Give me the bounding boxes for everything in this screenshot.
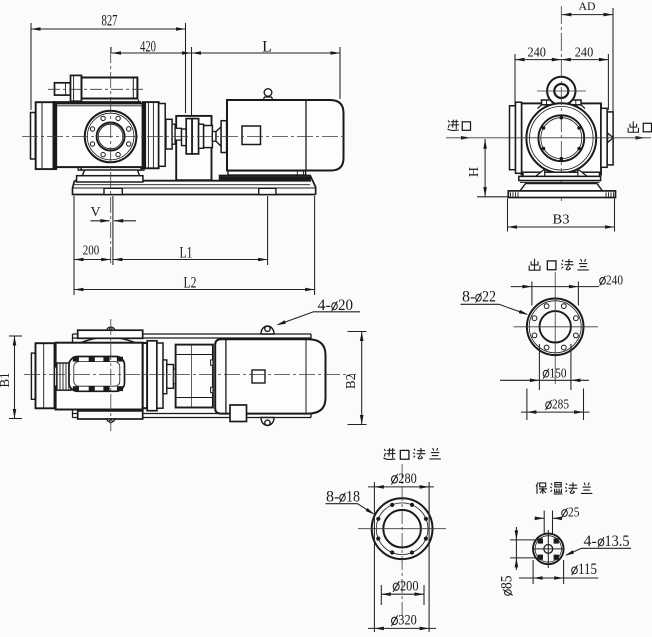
svg-text:25: 25	[568, 506, 580, 521]
svg-text:AD: AD	[579, 0, 596, 13]
svg-text:B2: B2	[344, 374, 359, 389]
svg-text:8-: 8-	[326, 488, 339, 505]
svg-text:4-: 4-	[584, 533, 597, 550]
svg-text:240: 240	[575, 45, 594, 60]
svg-text:B1: B1	[0, 373, 13, 388]
svg-text:20: 20	[338, 297, 353, 314]
svg-text:13.5: 13.5	[605, 533, 630, 550]
svg-text:285: 285	[552, 398, 569, 413]
svg-text:22: 22	[482, 288, 496, 305]
svg-text:L: L	[262, 38, 272, 55]
svg-text:4-: 4-	[318, 297, 331, 314]
svg-text:320: 320	[398, 613, 417, 629]
svg-text:V: V	[90, 205, 100, 220]
svg-text:240: 240	[527, 45, 546, 60]
svg-text:200: 200	[83, 243, 100, 258]
svg-text:8-: 8-	[462, 288, 475, 305]
svg-text:827: 827	[102, 12, 118, 29]
svg-text:L1: L1	[180, 244, 193, 261]
svg-text:115: 115	[578, 561, 597, 578]
svg-text:200: 200	[400, 579, 419, 595]
svg-text:L2: L2	[184, 274, 197, 291]
svg-text:150: 150	[550, 366, 567, 381]
svg-text:B3: B3	[553, 212, 570, 227]
svg-text:85: 85	[499, 576, 516, 590]
svg-text:18: 18	[346, 488, 360, 505]
svg-text:420: 420	[140, 38, 156, 55]
svg-text:240: 240	[606, 274, 623, 289]
svg-text:H: H	[467, 167, 482, 177]
svg-text:280: 280	[398, 471, 417, 487]
